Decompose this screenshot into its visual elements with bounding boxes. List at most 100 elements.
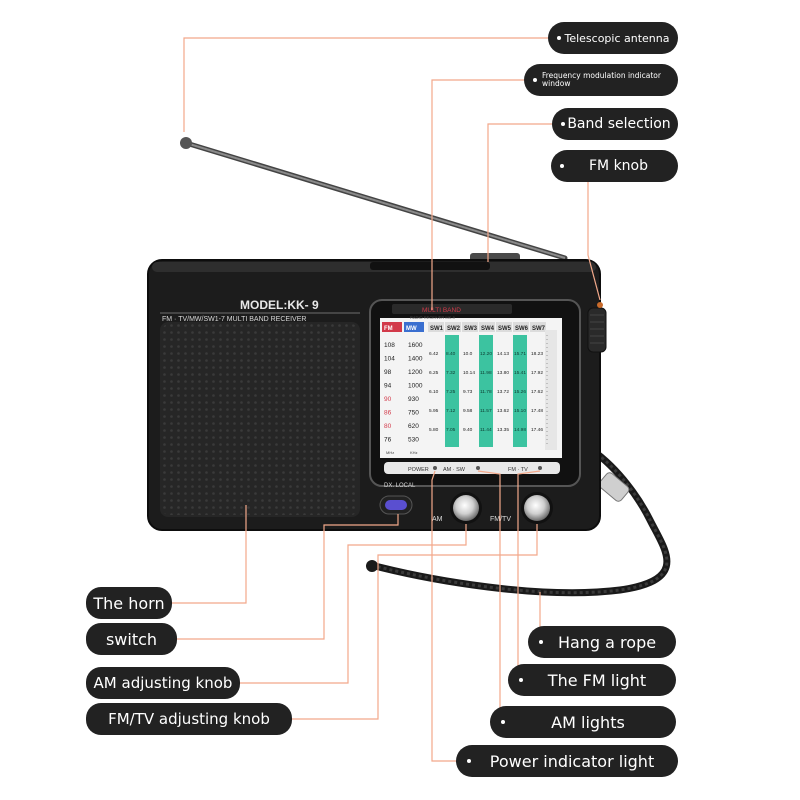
sw-band-column xyxy=(513,335,527,447)
pill-bullet xyxy=(533,78,537,82)
hand-strap xyxy=(366,446,671,597)
fm-scale-value: 98 xyxy=(384,369,392,376)
callout-am-lights: AM lights xyxy=(490,706,676,738)
speaker-grille xyxy=(160,322,360,517)
sw-frequency-value: 11.98 xyxy=(480,370,492,376)
band-header-bg xyxy=(513,322,529,332)
sw-frequency-value: 13.35 xyxy=(497,427,509,433)
callout-text: Frequency modulation indicator window xyxy=(542,71,661,88)
am-adjusting-knob[interactable] xyxy=(450,492,482,524)
band-header-bg xyxy=(428,322,444,332)
sw-frequency-value: 6.42 xyxy=(429,351,439,357)
fm-side-knob[interactable] xyxy=(587,302,607,353)
pill-bullet xyxy=(560,164,564,168)
leader-lines xyxy=(172,37,601,762)
callout-fm-knob: FM knob xyxy=(551,150,678,182)
fm-scale-value: 108 xyxy=(384,342,395,349)
sw-frequency-value: 17.62 xyxy=(531,389,543,395)
sw-band-column xyxy=(496,335,510,447)
am-indicator-label: AM · SW xyxy=(443,467,466,473)
callout-text: Power indicator light xyxy=(489,751,655,771)
fm-scale-value: 76 xyxy=(384,437,392,444)
fm-unit: MHz xyxy=(386,450,394,455)
band-header-bg xyxy=(404,322,424,332)
fm-scale-value: 80 xyxy=(384,423,392,430)
sw-frequency-value: 8.40 xyxy=(446,351,456,357)
callout-am-adjusting-knob: AM adjusting knob xyxy=(86,667,240,699)
sw-frequency-value: 18.23 xyxy=(531,351,543,357)
callout-the-horn: The horn xyxy=(86,587,172,619)
callout-text: FM knob xyxy=(588,158,648,174)
sw-frequency-value: 7.25 xyxy=(446,389,456,395)
sw-frequency-value: 9.58 xyxy=(463,408,473,414)
sw-frequency-value: 11.57 xyxy=(480,408,492,414)
fmtv-adjusting-knob[interactable] xyxy=(521,492,553,524)
dx-local-switch[interactable] xyxy=(379,495,413,515)
mw-scale-value: 620 xyxy=(408,423,419,430)
fm-scale-value: 94 xyxy=(384,383,392,390)
sw-frequency-value: 7.05 xyxy=(446,427,456,433)
mw-scale-value: 750 xyxy=(408,410,419,417)
telescopic-antenna xyxy=(180,137,568,263)
callout-text: Band selection xyxy=(567,116,671,132)
sw-frequency-value: 15.41 xyxy=(514,370,526,376)
sw-frequency-value: 11.78 xyxy=(480,389,492,395)
callout-text: The FM light xyxy=(547,670,647,690)
band-header-bg xyxy=(445,322,461,332)
mw-scale-value: 930 xyxy=(408,396,419,403)
callout-the-fm-light: The FM light xyxy=(508,664,676,696)
sw-frequency-value: 14.13 xyxy=(497,351,509,357)
callout-text: switch xyxy=(105,629,158,649)
sw-band-column xyxy=(462,335,476,447)
sw-frequency-value: 13.62 xyxy=(497,408,509,414)
fm-scale-value: 86 xyxy=(384,410,392,417)
am-knob-label: AM xyxy=(432,516,443,523)
mw-scale-value: 1600 xyxy=(408,342,423,349)
sw-frequency-value: 13.80 xyxy=(497,370,509,376)
dial-header: RADIO RECEIVER MK-9 xyxy=(410,315,456,320)
sw-frequency-value: 9.73 xyxy=(463,389,473,395)
pill-bullet xyxy=(501,720,505,724)
band-header-sw1: SW1 xyxy=(430,326,444,332)
fm-indicator-light xyxy=(538,466,542,470)
sw-band-column xyxy=(479,335,493,447)
sw-frequency-value: 9.40 xyxy=(463,427,473,433)
sw-frequency-value: 15.26 xyxy=(514,389,526,395)
mw-unit: KHz xyxy=(410,450,418,455)
sw-frequency-value: 17.48 xyxy=(531,408,543,414)
fm-indicator-label: FM · TV xyxy=(508,467,528,473)
band-header-sw2: SW2 xyxy=(447,326,461,332)
mw-scale-value: 1000 xyxy=(408,383,423,390)
pill-bullet xyxy=(467,759,471,763)
callout-power-indicator-light: Power indicator light xyxy=(456,745,678,777)
sw-frequency-value: 10.14 xyxy=(463,370,475,376)
sw-frequency-value: 6.25 xyxy=(429,370,439,376)
fm-scale-value: 90 xyxy=(384,396,392,403)
sw-frequency-value: 5.95 xyxy=(429,408,439,414)
band-header-bg xyxy=(462,322,478,332)
pill-bullet xyxy=(519,678,523,682)
callout-text: AM lights xyxy=(551,712,625,732)
power-indicator-label: POWER xyxy=(408,467,429,473)
callout-hang-a-rope: Hang a rope xyxy=(528,626,676,658)
sw-frequency-value: 7.12 xyxy=(446,408,456,414)
sw-frequency-value: 10.0 xyxy=(463,351,473,357)
indicator-strip: POWER AM · SW FM · TV xyxy=(384,462,560,474)
sw-frequency-value: 5.80 xyxy=(429,427,439,433)
multiband-label: MULTI BAND xyxy=(422,307,461,314)
dx-local-label: DX. LOCAL xyxy=(384,483,416,489)
band-header-bg xyxy=(530,322,546,332)
mw-scale-value: 530 xyxy=(408,437,419,444)
sw-frequency-value: 6.10 xyxy=(429,389,439,395)
band-header-fm: FM xyxy=(384,326,393,332)
band-header-sw3: SW3 xyxy=(464,326,478,332)
mw-scale-value: 1400 xyxy=(408,356,423,363)
band-header-sw7: SW7 xyxy=(532,326,546,332)
model-label: MODEL:KK- 9 xyxy=(240,298,319,312)
callout-frequency-window: Frequency modulation indicator window xyxy=(524,64,678,96)
fm-scale-value: 104 xyxy=(384,356,395,363)
callout-telescopic-antenna: Telescopic antenna xyxy=(548,22,678,54)
band-header-sw6: SW6 xyxy=(515,326,529,332)
